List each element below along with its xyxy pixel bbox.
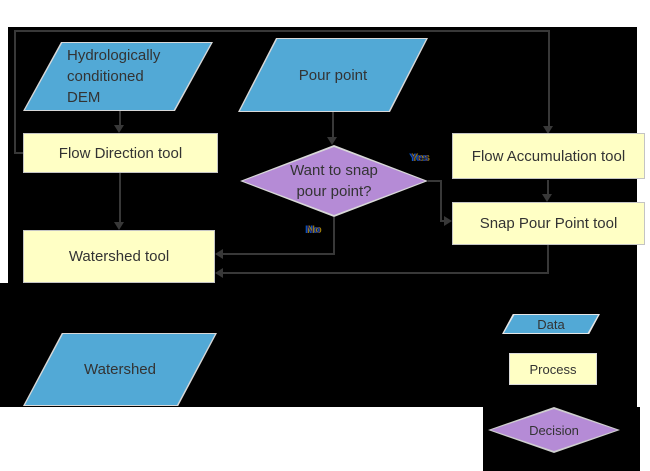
arrowhead-into-watershedtool-right-lower xyxy=(215,268,223,278)
node-dem-label: Hydrologically conditioned DEM xyxy=(67,47,161,106)
node-watershed-fill xyxy=(25,334,215,405)
legend-process-shape: Process xyxy=(509,353,597,385)
arrowhead-into-snappourpoint-left xyxy=(444,216,452,226)
connector-pourpoint-to-decision xyxy=(332,111,334,139)
legend-data-fill xyxy=(504,315,598,333)
edge-label-no: No xyxy=(306,224,321,236)
connector-flowdirection-to-flowaccumulation-top xyxy=(14,30,550,32)
arrowhead-into-watershedtool-top xyxy=(114,222,124,230)
connector-no-branch-v xyxy=(333,217,335,255)
connector-flowdirection-to-flowaccumulation-stub xyxy=(14,152,23,154)
node-flow-direction-label: Flow Direction tool xyxy=(58,144,183,162)
node-flow-accumulation-tool: Flow Accumulation tool xyxy=(452,133,645,179)
node-hydrologically-conditioned-dem: Hydrologically conditioned DEM xyxy=(23,42,213,111)
node-watershed-tool: Watershed tool xyxy=(23,230,215,283)
connector-flowaccumulation-to-snappourpoint xyxy=(547,180,549,194)
legend-decision-label: Decision xyxy=(529,422,579,438)
arrowhead-into-watershedtool-right-upper xyxy=(215,249,223,259)
arrowhead-into-snappourpoint-top xyxy=(542,194,552,202)
node-snap-pour-point-label: Snap Pour Point tool xyxy=(479,215,618,232)
connector-snappourpoint-to-watershedtool-v xyxy=(547,245,549,273)
backdrop-left-extension xyxy=(0,283,8,407)
legend-process-label: Process xyxy=(529,361,577,377)
connector-no-branch-h xyxy=(223,253,335,255)
connector-yes-branch-v xyxy=(440,180,442,222)
node-flow-accumulation-label: Flow Accumulation tool xyxy=(471,147,626,165)
edge-label-yes: Yes xyxy=(410,152,429,164)
connector-snappourpoint-to-watershedtool-h xyxy=(223,272,549,274)
node-dem-fill xyxy=(25,43,211,110)
node-flow-direction-tool: Flow Direction tool xyxy=(23,133,218,173)
connector-dem-to-flowdirection xyxy=(119,111,121,127)
arrowhead-into-flowaccumulation xyxy=(543,126,553,134)
arrowhead-into-flowdirection xyxy=(114,125,124,133)
node-pour-point-fill xyxy=(240,39,426,111)
connector-yes-branch-h1 xyxy=(428,180,442,182)
node-watershed-tool-label: Watershed tool xyxy=(68,248,170,265)
connector-flowdirection-to-watershedtool xyxy=(119,173,121,223)
node-snap-pour-point-tool: Snap Pour Point tool xyxy=(452,202,645,245)
connector-flowdirection-to-flowaccumulation-drop xyxy=(548,30,550,127)
legend-data-label: Data xyxy=(537,316,565,332)
arrowhead-into-decision xyxy=(327,137,337,145)
connector-flowdirection-to-flowaccumulation-left xyxy=(14,30,16,154)
node-pour-point-label: Pour point xyxy=(298,66,368,84)
node-decision-label: Want to snap pour point? xyxy=(290,162,378,200)
node-watershed-label: Watershed xyxy=(84,361,156,378)
legend-data-shape: Data xyxy=(502,314,600,334)
